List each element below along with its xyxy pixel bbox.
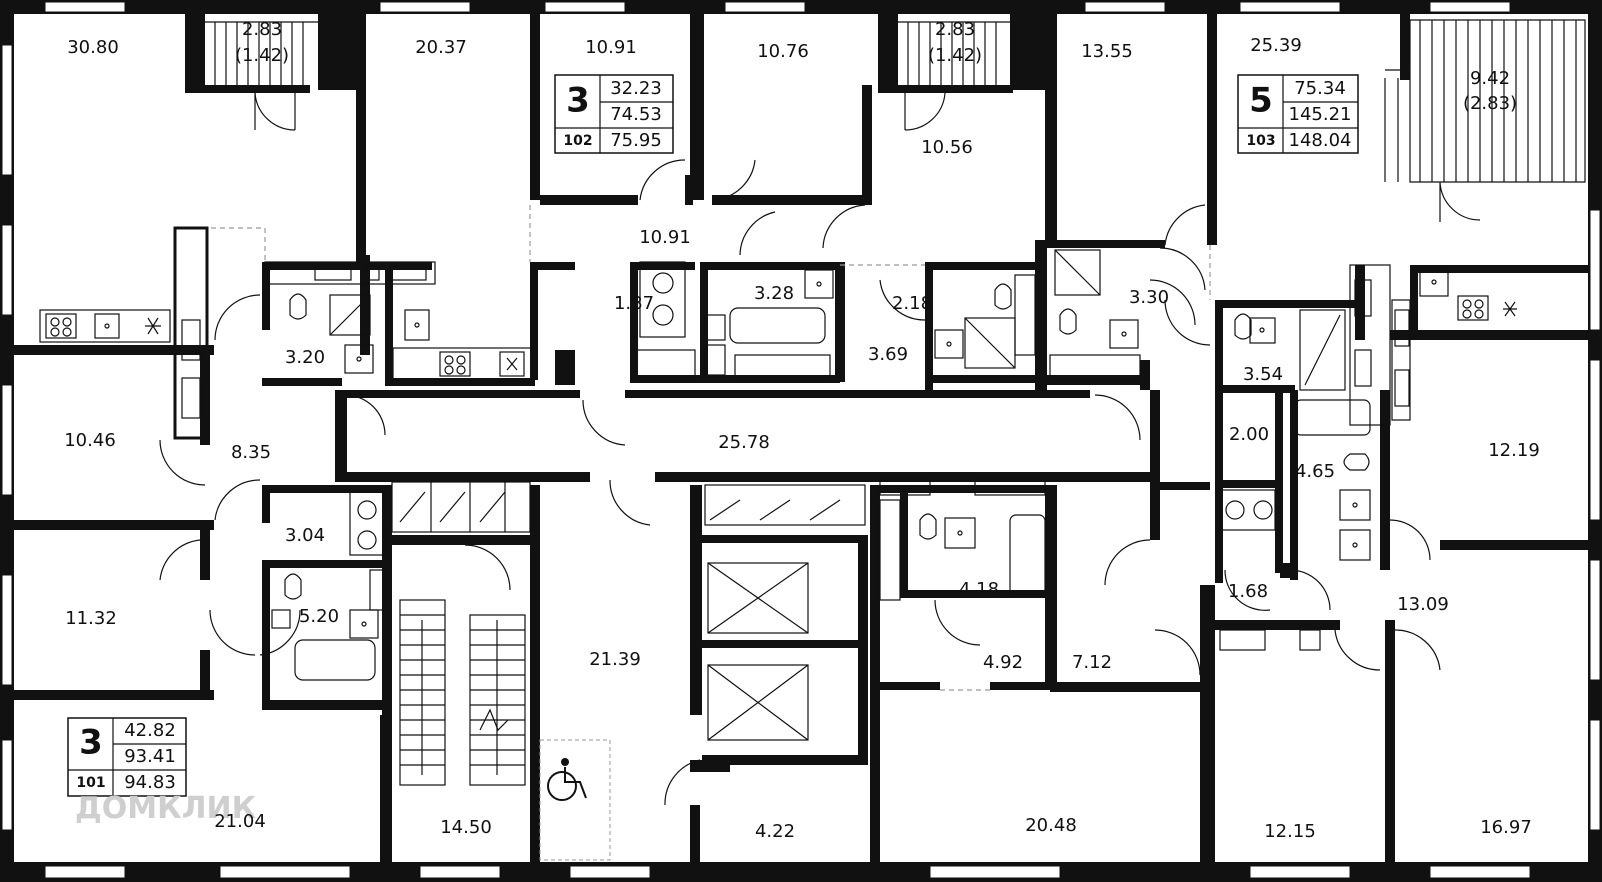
room-area: 12.19 bbox=[1488, 440, 1540, 461]
wheelchair-icon bbox=[539, 739, 611, 861]
apartment-rooms: 5 bbox=[1249, 81, 1273, 121]
total-area: 74.53 bbox=[610, 104, 662, 125]
apartment-rooms: 3 bbox=[79, 723, 103, 763]
area-with-balcony: 75.95 bbox=[610, 130, 662, 151]
living-area: 75.34 bbox=[1294, 78, 1346, 99]
room-area: 2.83 bbox=[242, 19, 282, 40]
room-area: 2.83 bbox=[935, 19, 975, 40]
total-area: 93.41 bbox=[124, 746, 176, 767]
room-area: 4.18 bbox=[959, 579, 999, 600]
room-area: 25.39 bbox=[1250, 35, 1302, 56]
room-area: 3.04 bbox=[285, 525, 325, 546]
elevator-icon bbox=[704, 484, 866, 741]
room-area: 13.55 bbox=[1081, 41, 1133, 62]
room-area: 20.48 bbox=[1025, 815, 1077, 836]
room-area: 10.91 bbox=[585, 37, 637, 58]
area-with-balcony: 148.04 bbox=[1289, 130, 1352, 151]
doors bbox=[159, 92, 1481, 806]
room-area: 14.50 bbox=[440, 817, 492, 838]
room-area: 4.22 bbox=[755, 821, 795, 842]
room-area: 25.78 bbox=[718, 432, 770, 453]
room-area: 16.97 bbox=[1480, 817, 1532, 838]
room-area: 3.69 bbox=[868, 344, 908, 365]
room-area: 4.92 bbox=[983, 652, 1023, 673]
room-area: 20.37 bbox=[415, 37, 467, 58]
watermark: ДОМКЛИК bbox=[75, 791, 257, 826]
room-area: 13.09 bbox=[1397, 594, 1449, 615]
apartment-rooms: 3 bbox=[566, 81, 590, 121]
room-area: 3.28 bbox=[754, 283, 794, 304]
room-area: 10.91 bbox=[639, 227, 691, 248]
room-area: 21.39 bbox=[589, 649, 641, 670]
apartment-number: 101 bbox=[76, 775, 105, 791]
room-area: 9.42 bbox=[1470, 68, 1510, 89]
room-labels: 30.80 2.83 (1.42) 20.37 10.91 10.76 2.83… bbox=[64, 19, 1540, 842]
apartment-number: 102 bbox=[563, 133, 592, 149]
room-area: (1.42) bbox=[235, 45, 289, 66]
room-area: 1.87 bbox=[614, 293, 654, 314]
room-area: 3.54 bbox=[1243, 364, 1283, 385]
room-area: 10.76 bbox=[757, 41, 809, 62]
room-area: (2.83) bbox=[1463, 93, 1517, 114]
room-area: 10.56 bbox=[921, 137, 973, 158]
room-area: 30.80 bbox=[67, 37, 119, 58]
room-area: 7.12 bbox=[1072, 652, 1112, 673]
storage bbox=[391, 481, 841, 533]
apartment-badge-103: 5 103 75.34 145.21 148.04 bbox=[1237, 74, 1359, 154]
room-area: 21.04 bbox=[214, 811, 266, 832]
living-area: 42.82 bbox=[124, 720, 176, 741]
room-area: 2.18 bbox=[892, 293, 932, 314]
area-with-balcony: 94.83 bbox=[124, 772, 176, 793]
room-area: 11.32 bbox=[65, 608, 117, 629]
room-area: 8.35 bbox=[231, 442, 271, 463]
total-area: 145.21 bbox=[1289, 104, 1352, 125]
room-area: 5.20 bbox=[299, 606, 339, 627]
room-area: 4.65 bbox=[1295, 461, 1335, 482]
room-area: 2.00 bbox=[1229, 424, 1269, 445]
apartment-badge-102: 3 102 32.23 74.53 75.95 bbox=[554, 74, 674, 154]
room-area: (1.42) bbox=[928, 45, 982, 66]
stairs-icon bbox=[399, 599, 526, 786]
apartment-badge-101: 3 101 42.82 93.41 94.83 bbox=[67, 717, 187, 797]
room-area: 12.15 bbox=[1264, 821, 1316, 842]
bath-fixtures bbox=[271, 249, 1371, 681]
room-area: 1.68 bbox=[1228, 581, 1268, 602]
interior-walls bbox=[14, 0, 1588, 865]
room-area: 3.20 bbox=[285, 347, 325, 368]
room-area: 3.30 bbox=[1129, 287, 1169, 308]
living-area: 32.23 bbox=[610, 78, 662, 99]
apartment-number: 103 bbox=[1246, 133, 1275, 149]
balcony-hatch bbox=[205, 19, 1586, 183]
room-area: 10.46 bbox=[64, 430, 116, 451]
